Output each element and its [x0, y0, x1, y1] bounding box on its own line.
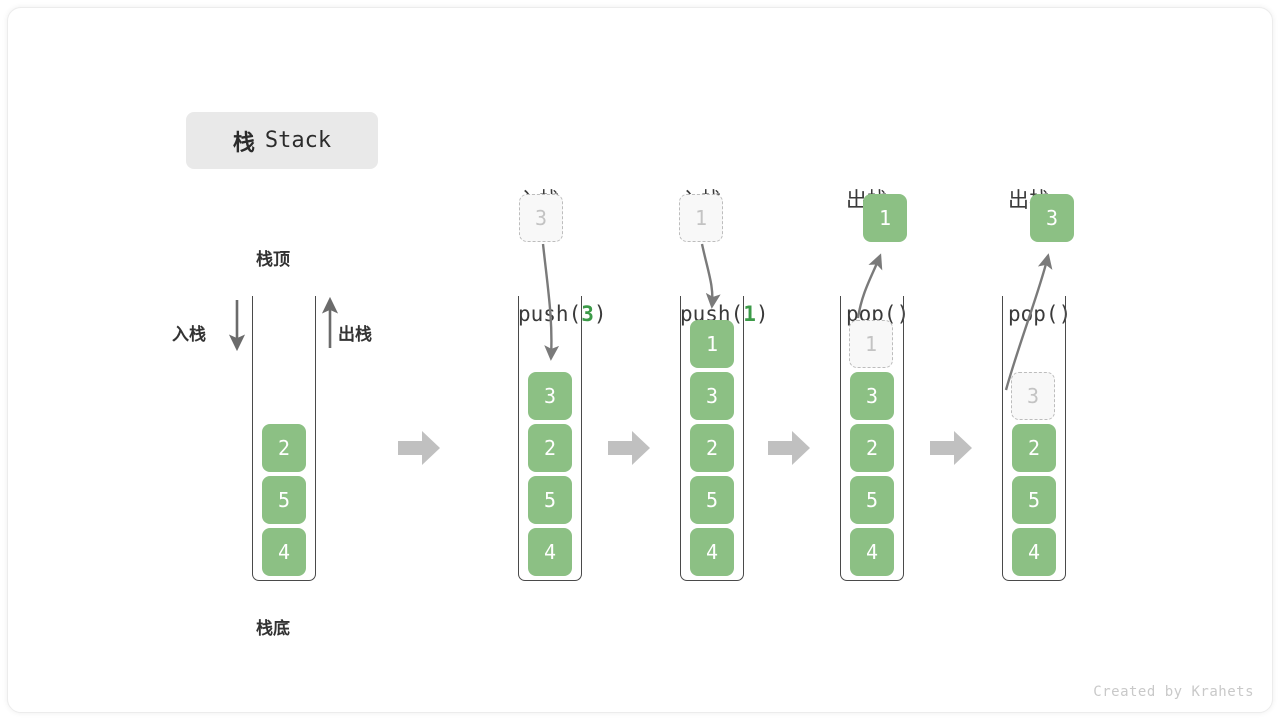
floating-cell-pop-1: 1	[863, 194, 907, 242]
floating-cell-push-3: 3	[519, 194, 563, 242]
stack-cell: 4	[850, 528, 894, 576]
stack-cell: 4	[690, 528, 734, 576]
stack-cell: 5	[850, 476, 894, 524]
stack-container-pop-3	[1002, 296, 1066, 581]
stack-cell: 3	[690, 372, 734, 420]
stack-container-push-1	[680, 296, 744, 581]
figure-title-cn: 栈	[232, 130, 255, 156]
stack-cell: 3	[528, 372, 572, 420]
stack-cell: 2	[262, 424, 306, 472]
stack-cell-ghost: 1	[849, 320, 893, 368]
step-arrow-3	[768, 431, 810, 465]
stack-cell: 2	[850, 424, 894, 472]
floating-cell-push-1: 1	[679, 194, 723, 242]
stack-cell: 5	[1012, 476, 1056, 524]
stack-cell: 4	[262, 528, 306, 576]
stack-container-pop-1	[840, 296, 904, 581]
stack-cell: 2	[1012, 424, 1056, 472]
stack-cell: 2	[690, 424, 734, 472]
stack-cell: 4	[1012, 528, 1056, 576]
code-arg: 3	[581, 302, 594, 326]
figure-title-chip: 栈 Stack	[186, 112, 378, 169]
stack-cell: 2	[528, 424, 572, 472]
stack-top-label: 栈顶	[256, 250, 290, 270]
credit-text: Created by Krahets	[1093, 684, 1254, 700]
stack-container-initial	[252, 296, 316, 581]
floating-cell-pop-3: 3	[1030, 194, 1074, 242]
step-arrow-2	[608, 431, 650, 465]
stack-cell: 5	[528, 476, 572, 524]
stack-cell-ghost: 3	[1011, 372, 1055, 420]
step-arrow-4	[930, 431, 972, 465]
code-arg: 1	[743, 302, 756, 326]
step-arrow-1	[398, 431, 440, 465]
stack-cell: 3	[850, 372, 894, 420]
push-direction-label: 入栈	[172, 325, 206, 345]
stack-cell: 5	[690, 476, 734, 524]
stack-cell: 4	[528, 528, 572, 576]
stack-bottom-label: 栈底	[256, 619, 290, 639]
pop-direction-label: 出栈	[338, 325, 372, 345]
stack-cell: 1	[690, 320, 734, 368]
stack-container-push-3	[518, 296, 582, 581]
stack-cell: 5	[262, 476, 306, 524]
figure-title-en: Stack	[264, 128, 332, 153]
